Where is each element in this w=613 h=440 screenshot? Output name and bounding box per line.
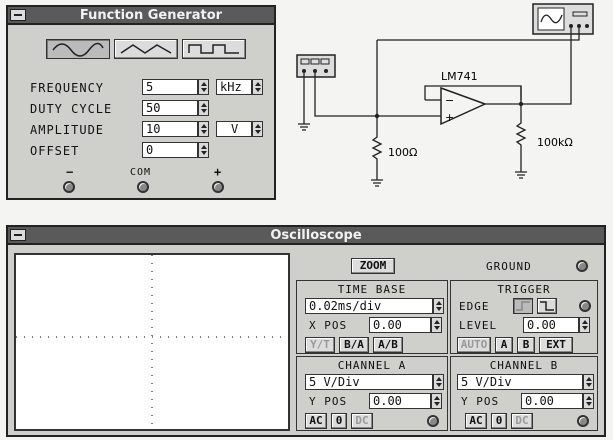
- channel-a-scale-spinner[interactable]: [433, 374, 444, 390]
- trigger-auto-button[interactable]: AUTO: [457, 337, 491, 353]
- time-base-input[interactable]: 0.02ms/div: [305, 298, 433, 314]
- ground-terminal[interactable]: [576, 260, 588, 272]
- oscilloscope-titlebar[interactable]: Oscilloscope: [8, 227, 604, 245]
- circuit-schematic: LM741 − + 100Ω 100kΩ: [296, 3, 594, 187]
- x-pos-input[interactable]: 0.00: [369, 317, 431, 333]
- terminal-minus-label: −: [66, 165, 75, 179]
- rising-edge-icon: [516, 301, 530, 311]
- zoom-button[interactable]: ZOOM: [351, 258, 395, 274]
- time-base-panel: TIME BASE 0.02ms/div X POS 0.00 Y/T B/A …: [296, 280, 448, 354]
- waveform-triangle-button[interactable]: [114, 39, 178, 59]
- time-base-spinner[interactable]: [433, 298, 444, 314]
- offset-input[interactable]: 0: [142, 142, 198, 158]
- function-generator-icon[interactable]: [296, 54, 336, 78]
- channel-a-panel: CHANNEL A 5 V/Div Y POS 0.00 AC 0 DC: [296, 356, 448, 431]
- trigger-title: TRIGGER: [497, 283, 551, 296]
- channel-a-ypos-input[interactable]: 0.00: [369, 393, 431, 409]
- duty-cycle-spinner[interactable]: [198, 100, 209, 116]
- edge-rising-button[interactable]: [513, 298, 533, 314]
- frequency-input[interactable]: 5: [142, 79, 198, 95]
- x-pos-spinner[interactable]: [431, 317, 442, 333]
- opamp-minus-label: −: [445, 94, 454, 107]
- window-title: Oscilloscope: [270, 228, 362, 243]
- system-menu-icon[interactable]: [10, 9, 26, 21]
- terminal-plus-label: +: [214, 165, 223, 179]
- opamp-plus-label: +: [445, 111, 454, 124]
- duty-cycle-input[interactable]: 50: [142, 100, 198, 116]
- channel-b-ac-button[interactable]: AC: [465, 413, 487, 429]
- terminal-plus[interactable]: [212, 181, 224, 193]
- scope-screen: [14, 253, 290, 431]
- offset-spinner[interactable]: [198, 142, 209, 158]
- trigger-b-button[interactable]: B: [517, 337, 535, 353]
- sine-wave-icon: [52, 42, 104, 57]
- channel-b-scale-input[interactable]: 5 V/Div: [457, 374, 583, 390]
- opamp-label: LM741: [441, 70, 478, 83]
- function-generator-titlebar[interactable]: Function Generator: [8, 7, 274, 25]
- frequency-spinner[interactable]: [198, 79, 209, 95]
- triangle-wave-icon: [120, 44, 172, 54]
- oscilloscope-icon[interactable]: [532, 3, 594, 35]
- amplitude-spinner[interactable]: [198, 121, 209, 137]
- channel-a-title: CHANNEL A: [337, 359, 407, 372]
- channel-b-zero-button[interactable]: 0: [491, 413, 507, 429]
- channel-b-ypos-input[interactable]: 0.00: [521, 393, 583, 409]
- channel-a-terminal[interactable]: [427, 415, 439, 427]
- trigger-panel: TRIGGER EDGE LEVEL 0.00 AUTO A B EXT: [450, 280, 598, 354]
- ground-label: GROUND: [486, 260, 532, 273]
- channel-a-ypos-label: Y POS: [309, 395, 348, 408]
- scope-graticule: [16, 255, 288, 429]
- amplitude-unit-select[interactable]: V: [216, 121, 252, 137]
- channel-b-dc-button[interactable]: DC: [511, 413, 533, 429]
- edge-falling-button[interactable]: [537, 298, 557, 314]
- mode-ab-button[interactable]: A/B: [373, 337, 403, 353]
- waveform-sine-button[interactable]: [46, 39, 110, 59]
- resistor-r1-label: 100Ω: [388, 146, 417, 159]
- oscilloscope-window: Oscilloscope ZOOM GROUND TIME BASE 0.02m…: [6, 225, 606, 437]
- level-input[interactable]: 0.00: [523, 317, 579, 333]
- channel-b-title: CHANNEL B: [489, 359, 559, 372]
- level-label: LEVEL: [459, 319, 498, 332]
- channel-b-panel: CHANNEL B 5 V/Div Y POS 0.00 AC 0 DC: [450, 356, 598, 431]
- offset-label: OFFSET: [30, 144, 80, 158]
- channel-a-dc-button[interactable]: DC: [351, 413, 373, 429]
- channel-b-ypos-label: Y POS: [461, 395, 500, 408]
- amplitude-unit-spinner[interactable]: [252, 121, 263, 137]
- system-menu-icon[interactable]: [10, 229, 26, 241]
- level-spinner[interactable]: [579, 317, 590, 333]
- terminal-com[interactable]: [137, 181, 149, 193]
- function-generator-window: Function Generator FREQUENCY 5 kHz DUTY …: [6, 5, 276, 200]
- channel-b-terminal[interactable]: [577, 415, 589, 427]
- channel-a-ypos-spinner[interactable]: [431, 393, 442, 409]
- channel-a-scale-input[interactable]: 5 V/Div: [305, 374, 433, 390]
- amplitude-label: AMPLITUDE: [30, 123, 105, 137]
- time-base-title: TIME BASE: [337, 283, 407, 296]
- frequency-unit-select[interactable]: kHz: [216, 79, 252, 95]
- falling-edge-icon: [540, 301, 554, 311]
- edge-label: EDGE: [459, 300, 490, 313]
- opamp-symbol[interactable]: [440, 86, 487, 126]
- trigger-a-button[interactable]: A: [495, 337, 513, 353]
- mode-yt-button[interactable]: Y/T: [305, 337, 335, 353]
- trigger-ext-button[interactable]: EXT: [539, 337, 573, 353]
- x-pos-label: X POS: [309, 319, 348, 332]
- channel-a-zero-button[interactable]: 0: [331, 413, 347, 429]
- frequency-label: FREQUENCY: [30, 81, 105, 95]
- channel-b-scale-spinner[interactable]: [583, 374, 594, 390]
- square-wave-icon: [188, 44, 239, 54]
- waveform-square-button[interactable]: [182, 39, 246, 59]
- channel-a-ac-button[interactable]: AC: [305, 413, 327, 429]
- terminal-com-label: COM: [130, 167, 152, 178]
- frequency-unit-spinner[interactable]: [252, 79, 263, 95]
- window-title: Function Generator: [79, 8, 223, 23]
- trigger-terminal[interactable]: [579, 300, 591, 312]
- duty-cycle-label: DUTY CYCLE: [30, 102, 113, 116]
- channel-b-ypos-spinner[interactable]: [583, 393, 594, 409]
- mode-ba-button[interactable]: B/A: [339, 337, 369, 353]
- amplitude-input[interactable]: 10: [142, 121, 198, 137]
- terminal-minus[interactable]: [63, 181, 75, 193]
- resistor-r2-label: 100kΩ: [537, 136, 573, 149]
